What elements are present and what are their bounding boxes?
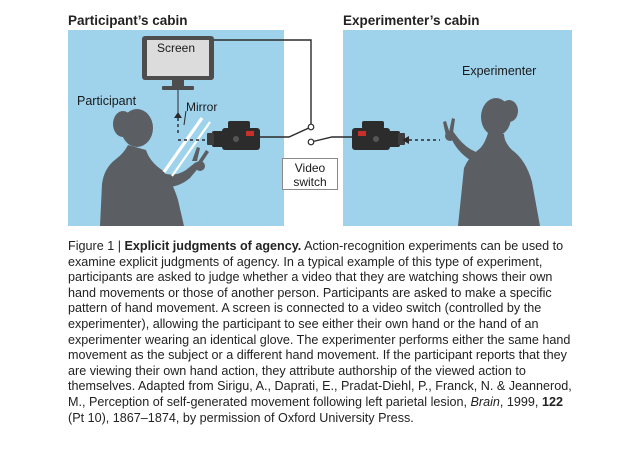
switch-node-bottom xyxy=(307,138,315,146)
figure-caption: Figure 1 | Explicit judgments of agency.… xyxy=(68,239,578,426)
caption-journal: Brain xyxy=(470,394,500,409)
caption-bold-title: Explicit judgments of agency. xyxy=(124,239,302,253)
participant-camera-icon xyxy=(207,121,260,150)
switch-node-top xyxy=(307,123,315,131)
mirror-shape xyxy=(162,117,211,177)
video-switch-label-line2: switch xyxy=(293,175,327,189)
mirror-arrow-head xyxy=(174,112,182,118)
experimenter-cabin-title: Experimenter’s cabin xyxy=(343,13,480,28)
experimenter-label: Experimenter xyxy=(462,64,537,78)
screen-monitor-icon xyxy=(142,36,214,90)
screen-label: Screen xyxy=(157,41,196,55)
video-switch-box: Video switch xyxy=(282,158,338,190)
mirror-label: Mirror xyxy=(186,100,218,114)
experimenter-camera-icon xyxy=(352,121,405,150)
video-switch-label-line1: Video xyxy=(294,161,326,175)
connection-wires xyxy=(214,39,352,143)
mirror-pointer-line xyxy=(183,110,187,126)
caption-tail: (Pt 10), 1867–1874, by permission of Oxf… xyxy=(68,410,414,425)
participant-label: Participant xyxy=(77,94,137,108)
caption-body: Action-recognition experiments can be us… xyxy=(68,239,572,409)
caption-volume: 122 xyxy=(541,394,563,409)
caption-year: , 1999, xyxy=(499,394,542,409)
experimenter-arrow-head xyxy=(402,136,409,144)
participant-silhouette xyxy=(100,109,209,226)
experimenter-silhouette xyxy=(443,98,540,226)
caption-figure-label: Figure 1 | xyxy=(68,239,125,253)
participant-cabin-title: Participant’s cabin xyxy=(68,13,188,28)
experiment-setup-diagram xyxy=(100,36,540,226)
